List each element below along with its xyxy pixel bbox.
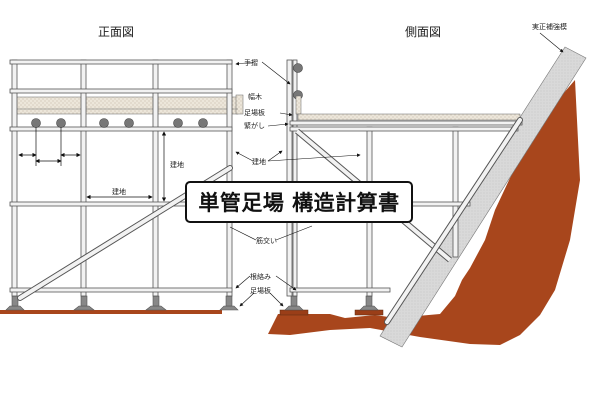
document-title: 単管足場 構造計算書 (198, 191, 400, 215)
side-ground (268, 80, 580, 345)
side-view-label: 側面図 (405, 25, 441, 39)
front-handrail (9, 59, 233, 65)
label-base-tie: 根絡み (250, 272, 271, 281)
label-toe-board: 幅木 (248, 92, 262, 101)
label-handrail: 手摺 (244, 58, 258, 67)
label-base-board: 足場板 (250, 286, 271, 295)
label-span: 建地 (112, 187, 126, 196)
label-tie: 緊がし (244, 121, 265, 130)
annotations (229, 32, 564, 307)
label-slope-protection: 実正補強模 (532, 22, 567, 31)
front-view (0, 59, 244, 314)
label-height: 建地 (170, 160, 184, 169)
label-brace: 筋交い (256, 236, 277, 245)
label-ledger: 建地 (252, 157, 266, 166)
front-upright-4 (226, 59, 233, 297)
front-upright-3 (152, 59, 159, 297)
front-upright-1 (11, 59, 18, 297)
label-scaffold-board: 足場板 (244, 108, 265, 117)
front-ground (0, 310, 222, 314)
title-banner: 単管足場 構造計算書 (185, 181, 413, 223)
front-view-label: 正面図 (98, 25, 134, 39)
